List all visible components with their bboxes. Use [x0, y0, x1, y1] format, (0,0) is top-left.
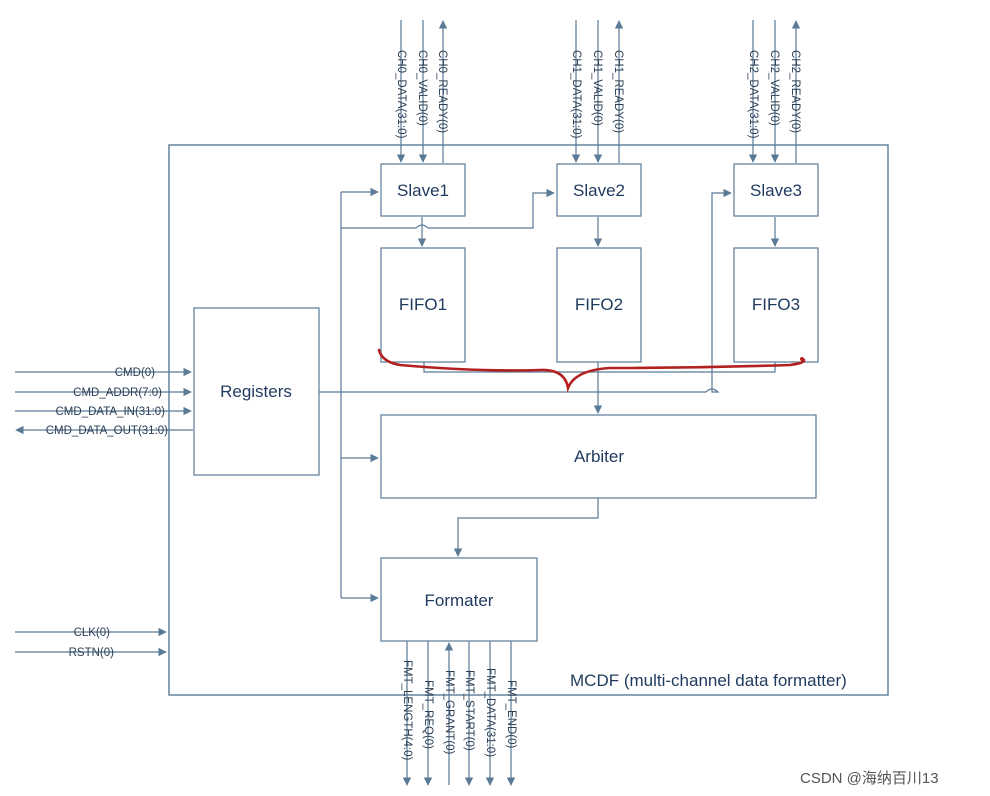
rstn-label: RSTN(0) [69, 647, 115, 659]
fifo2-block: FIFO2 [556, 247, 642, 363]
fifo1-to-arbiter-wire [423, 362, 598, 373]
ch1-valid-label: CH1_VALID(0) [591, 50, 603, 126]
mcdf-boundary [168, 144, 889, 696]
config-to-slave3-wire [319, 188, 732, 393]
fmt-grant-label: FMT_GRANT(0) [443, 670, 455, 755]
cmd-data-out-label: CMD_DATA_OUT(31:0) [46, 425, 168, 437]
arbiter-label: Arbiter [574, 447, 624, 466]
arbiter-to-formater-wire [453, 498, 599, 557]
config-to-slave2-wire [341, 188, 555, 229]
ch1-ready-label: CH1_READY(0) [612, 50, 624, 133]
fifo3-label: FIFO3 [752, 295, 800, 314]
clk-label: CLK(0) [74, 627, 111, 639]
fifo2-label: FIFO2 [575, 295, 623, 314]
ch1-data-label: CH1_DATA(31:0) [570, 50, 582, 139]
mcdf-title: MCDF (multi-channel data formatter) [570, 671, 847, 690]
fifo1-block: FIFO1 [380, 247, 466, 363]
slave1-block: Slave1 [380, 163, 466, 217]
slave3-label: Slave3 [750, 181, 802, 200]
fmt-data-label: FMT_DATA(31:0) [484, 668, 496, 757]
csdn-watermark: CSDN @海纳百川13 [800, 770, 939, 787]
fmt-length-label: FMT_LENGTH(4:0) [401, 660, 413, 760]
fifo3-block: FIFO3 [733, 247, 819, 363]
ch2-valid-label: CH2_VALID(0) [768, 50, 780, 126]
ch0-ready-label: CH0_READY(0) [436, 50, 448, 133]
hand-drawn-brace-annotation [377, 348, 806, 393]
ch2-ready-label: CH2_READY(0) [789, 50, 801, 133]
slave2-block: Slave2 [556, 163, 642, 217]
ch2-data-label: CH2_DATA(31:0) [747, 50, 759, 139]
cmd-addr-label: CMD_ADDR(7:0) [73, 387, 162, 399]
fmt-end-label: FMT_END(0) [505, 680, 517, 749]
registers-block: Registers [193, 307, 320, 476]
cmd-label: CMD(0) [115, 367, 155, 379]
registers-label: Registers [220, 382, 292, 401]
fifo1-label: FIFO1 [399, 295, 447, 314]
arbiter-block: Arbiter [380, 414, 817, 499]
cmd-data-in-label: CMD_DATA_IN(31:0) [56, 406, 166, 418]
ch0-data-label: CH0_DATA(31:0) [395, 50, 407, 139]
ch0-valid-label: CH0_VALID(0) [416, 50, 428, 126]
formater-label: Formater [425, 591, 494, 610]
slave3-block: Slave3 [733, 163, 819, 217]
annotation-dot [800, 357, 804, 361]
fmt-req-label: FMT_REQ(0) [422, 680, 434, 749]
fmt-start-label: FMT_START(0) [463, 670, 475, 751]
slave2-label: Slave2 [573, 181, 625, 200]
slave1-label: Slave1 [397, 181, 449, 200]
formater-block: Formater [380, 557, 538, 642]
